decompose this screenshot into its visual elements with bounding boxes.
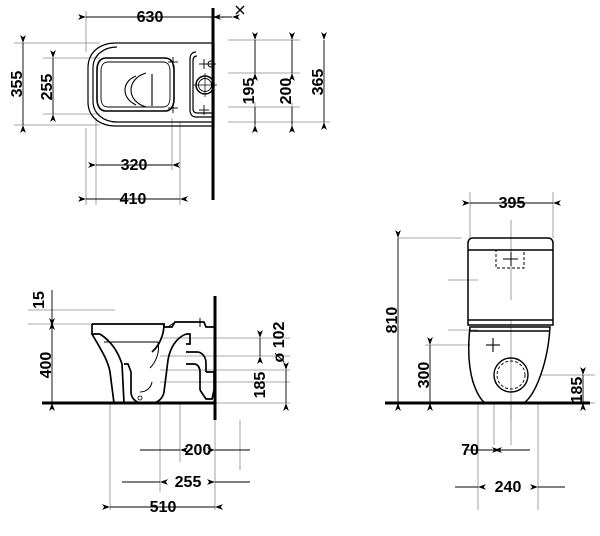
dim-395: 395 <box>499 195 526 212</box>
dim-diameter-102: ø 102 <box>271 321 288 362</box>
dim-200-top: 200 <box>278 78 295 105</box>
dim-70: 70 <box>461 442 479 459</box>
dim-320: 320 <box>121 157 148 174</box>
dim-195: 195 <box>241 78 258 105</box>
dim-510: 510 <box>150 499 177 516</box>
fixing-crosshair-front <box>486 338 500 352</box>
dim-240: 240 <box>495 479 522 496</box>
wall-break-symbol <box>235 5 245 15</box>
front-elevation-view <box>385 192 595 510</box>
cistern-footprint <box>189 51 213 118</box>
dim-355: 355 <box>9 71 26 98</box>
bowl-crescent-detail <box>124 72 153 108</box>
dim-810: 810 <box>384 307 401 334</box>
toilet-top-outline <box>87 42 215 127</box>
top-view-dimension-lines: 630 355 255 320 410 195 200 365 <box>9 9 327 208</box>
dim-185-side: 185 <box>252 372 269 399</box>
dim-410: 410 <box>120 191 147 208</box>
dim-255-side: 255 <box>175 474 202 491</box>
toilet-seat-inner-line <box>100 61 171 108</box>
front-view-dimension-lines: 395 810 300 185 70 240 <box>384 195 586 496</box>
side-view-extension-lines <box>28 309 290 510</box>
dim-400: 400 <box>38 352 55 379</box>
side-elevation-view <box>28 296 290 510</box>
flush-button-front <box>495 249 525 269</box>
top-plan-view <box>14 5 330 205</box>
dim-185-front: 185 <box>569 377 586 404</box>
dim-300: 300 <box>416 362 433 389</box>
bowl-front <box>468 326 551 404</box>
dim-255-top: 255 <box>39 74 56 101</box>
side-view-dimension-lines: 15 400 ø 102 185 200 255 510 <box>31 290 289 516</box>
dim-200-side: 200 <box>185 442 212 459</box>
toilet-side-profile <box>91 321 215 404</box>
cistern-front <box>467 237 554 326</box>
dim-15: 15 <box>31 291 48 309</box>
outlet-circle-front <box>493 357 529 393</box>
dim-630: 630 <box>137 9 164 26</box>
dim-365: 365 <box>310 69 327 96</box>
toilet-side-inner-lines <box>104 318 201 401</box>
